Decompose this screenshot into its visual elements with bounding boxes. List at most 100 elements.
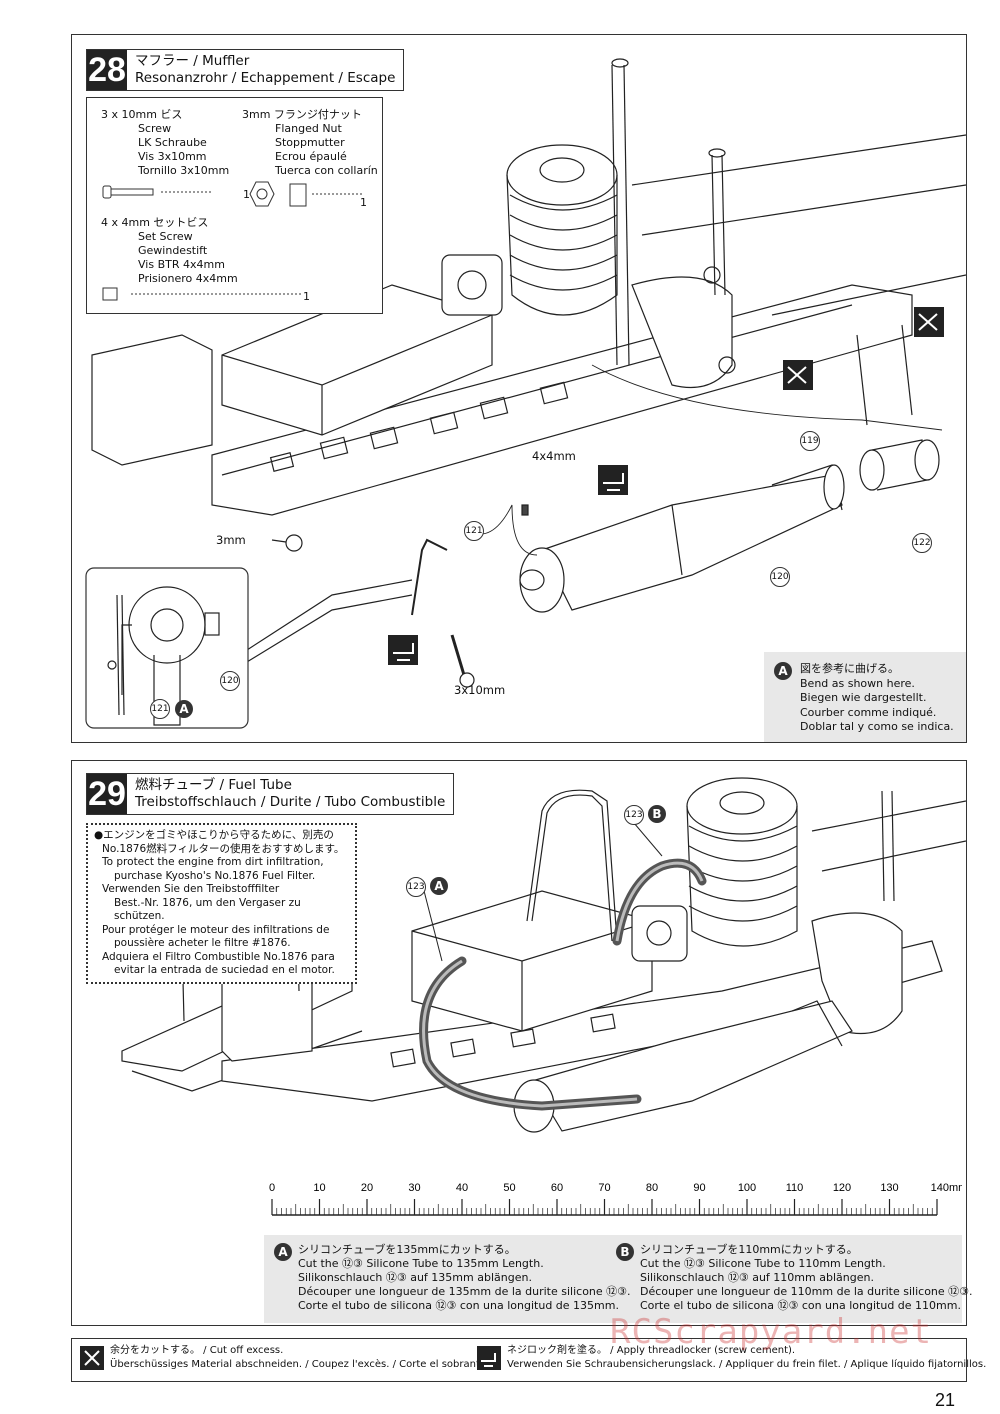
part-name: 3mm フランジ付ナット [242,108,362,121]
set-screw-icon [102,287,301,301]
step-number: 28 [87,50,127,90]
ruler-tick-label: 120 [833,1182,851,1194]
ruler-tick-label: 50 [503,1182,515,1194]
callout-122: 122 [912,533,932,553]
ruler-tick-label: 110 [786,1182,804,1194]
part-name-de: Stoppmutter [275,136,345,149]
cut-b-line: シリコンチューブを110mmにカットする。 [640,1243,858,1256]
cut-b-marker: B [616,1243,634,1261]
fuel-tube-drawing [121,777,966,1133]
callout-123-a: 123 [406,877,426,897]
cut-a-line: Cut the ⑫③ Silicone Tube to 135mm Length… [298,1257,544,1270]
step-29-panel: 29 燃料チューブ / Fuel Tube Treibstoffschlauch… [71,760,973,1326]
inset-marker-a: A [175,700,193,718]
part-name-en: Flanged Nut [275,122,342,135]
cut-b-line: Corte el tubo de silicona ⑫③ con una lon… [640,1299,961,1312]
cut-b-line: Silikonschlauch ⑫③ auf 110mm ablängen. [640,1271,874,1284]
note-line: evitar la entrada de suciedad en el moto… [114,964,335,976]
step-title-line2: Resonanzrohr / Echappement / Escape [135,70,396,86]
legend-lock-line2: Verwenden Sie Schraubensicherungslack. /… [507,1359,987,1370]
cut-instructions: A シリコンチューブを135mmにカットする。 Cut the ⑫③ Silic… [264,1235,973,1323]
part-name-fr: Vis 3x10mm [138,150,207,163]
step-title-line2: Treibstoffschlauch / Durite / Tubo Combu… [135,794,446,810]
note-line: Best.-Nr. 1876, um den Vergaser zu schüt… [114,896,301,923]
callout-121: 121 [464,521,484,541]
part-name-fr: Ecrou épaulé [275,150,347,163]
ruler-tick-label: 0 [269,1182,275,1194]
legend-cut-line2: Überschüssiges Material abschneiden. / C… [110,1359,490,1370]
note-line: ●エンジンをゴミやほこりから守るために、別売の [94,829,334,841]
cut-a-line: Silikonschlauch ⑫③ auf 135mm ablängen. [298,1271,532,1284]
cut-length-ruler: 0102030405060708090100110120130140mm [262,1179,967,1227]
marker-a: A [430,877,448,895]
legend-footer: 余分をカットする。 / Cut off excess. Überschüssig… [71,1338,986,1382]
fuel-filter-note: ●エンジンをゴミやほこりから守るために、別売の No.1876燃料フィルターの使… [86,823,357,984]
note-line: 図を参考に曲げる。 [800,662,899,675]
part-name: 3 x 10mm ビス [101,108,183,121]
ruler-tick-label: 10 [313,1182,325,1194]
screw-icon [102,185,211,199]
note-line: To protect the engine from dirt infiltra… [102,856,324,868]
ruler-tick-label: 140mm [931,1182,962,1194]
callout-119: 119 [800,431,820,451]
cut-a-marker: A [274,1243,292,1261]
callout-123-b: 123 [624,805,644,825]
part-name-de: LK Schraube [138,136,207,149]
note-line: Bend as shown here. [800,676,915,690]
part-name-fr: Vis BTR 4x4mm [138,258,225,271]
part-screw: 3 x 10mm ビス Screw LK Schraube Vis 3x10mm… [101,108,250,205]
step-number: 29 [87,774,127,814]
note-line: Courber comme indiqué. [800,705,937,719]
note-line: Pour protéger le moteur des infiltration… [102,923,330,936]
ruler-tick-label: 80 [646,1182,658,1194]
watermark: RCScrapyard.net [610,1312,933,1352]
legend-cut-line1: 余分をカットする。 / Cut off excess. [110,1345,284,1356]
cut-b-line: Cut the ⑫③ Silicone Tube to 110mm Length… [640,1257,886,1270]
ruler-tick-label: 100 [738,1182,756,1194]
cut-a-line: Corte el tubo de silicona ⑫③ con una lon… [298,1299,619,1312]
part-name-de: Gewindestift [138,244,208,257]
step-28-header: 28 マフラー / Muffler Resonanzrohr / Echappe… [86,49,405,91]
cut-a-line: Découper une longueur de 135mm de la dur… [298,1285,631,1298]
part-flanged-nut: 3mm フランジ付ナット Flanged Nut Stoppmutter Ecr… [242,108,382,225]
step-title-line1: マフラー / Muffler [135,53,250,69]
note-line: Biegen wie dargestellt. [800,691,927,704]
flanged-nut-icon [249,181,362,207]
note-line: Adquiera el Filtro Combustible No.1876 p… [102,950,335,963]
cutter-icon [80,1346,104,1370]
label-3mm: 3mm [216,533,246,547]
cut-a-line: シリコンチューブを135mmにカットする。 [298,1243,516,1256]
part-name-en: Set Screw [138,230,193,243]
threadlocker-icon [477,1346,501,1370]
ruler-tick-label: 40 [456,1182,468,1194]
ruler-tick-label: 60 [551,1182,563,1194]
note-line: No.1876燃料フィルターの使用をおすすめします。 [102,842,345,855]
inset-callout-121: 121 [150,699,170,719]
ruler-tick-label: 20 [361,1182,373,1194]
page-number: 21 [935,1390,956,1410]
marker-b: B [648,805,666,823]
parts-list: 3 x 10mm ビス Screw LK Schraube Vis 3x10mm… [86,97,383,314]
note-line: poussière acheter le filtre #1876. [114,937,291,949]
part-set-screw: 4 x 4mm セットビス Set Screw Gewindestift Vis… [101,216,381,305]
label-4x4mm: 4x4mm [532,449,576,463]
inset-callout-120: 120 [220,671,240,691]
bend-note: A 図を参考に曲げる。 Bend as shown here. Biegen w… [764,652,966,742]
ruler-tick-label: 90 [693,1182,705,1194]
step-28-panel: 28 マフラー / Muffler Resonanzrohr / Echappe… [71,34,967,743]
muffler-assembly-drawing [85,58,966,729]
note-marker-a: A [774,662,792,680]
ruler-scale: 0102030405060708090100110120130140mm [269,1182,967,1216]
part-qty: 1 [243,188,250,201]
cut-b-line: Découper une longueur de 110mm de la dur… [640,1285,973,1298]
part-name-es: Tornillo 3x10mm [138,164,230,177]
note-line: Verwenden Sie den Treibstofffilter [102,883,280,895]
note-line: Doblar tal y como se indica. [800,720,954,733]
part-name-es: Prisionero 4x4mm [138,272,238,285]
ruler-tick-label: 70 [598,1182,610,1194]
callout-120: 120 [770,567,790,587]
step-title-line1: 燃料チューブ / Fuel Tube [135,777,292,793]
ruler-tick-label: 30 [408,1182,420,1194]
legend-lock-line1: ネジロック剤を塗る。 / Apply threadlocker (screw c… [507,1345,796,1356]
part-qty: 1 [303,290,310,303]
